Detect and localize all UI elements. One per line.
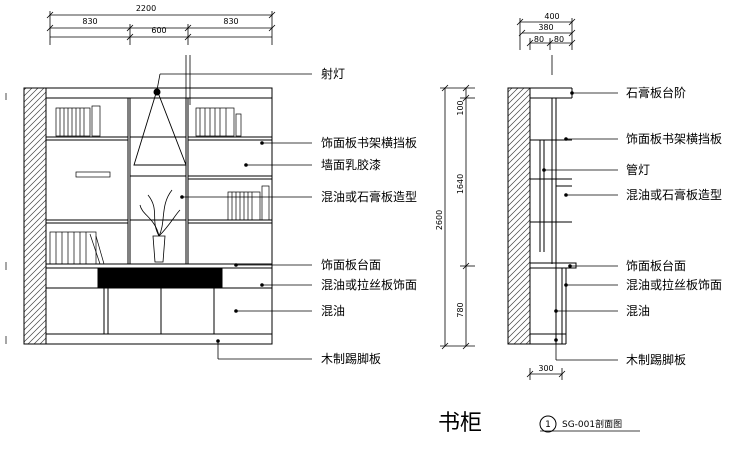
label-spotlight: 射灯 — [321, 66, 345, 81]
label-shelf-panel: 饰面板书架横挡板 — [321, 136, 417, 150]
left-wall-hatch — [23, 87, 47, 345]
section-view: 400 380 80 80 2600 100 1640 780 — [435, 12, 577, 380]
section-bottom-dimension — [526, 368, 566, 380]
books-top-right — [195, 107, 242, 137]
label-baseboard: 木制踢脚板 — [321, 351, 381, 366]
label-tube-light: 管灯 — [626, 162, 650, 177]
label-section-gypsum-shape: 混油或石膏板造型 — [626, 187, 722, 202]
label-section-baseboard: 木制踢脚板 — [626, 352, 686, 367]
cabinet-frame — [45, 87, 273, 345]
label-paint: 混油 — [321, 304, 345, 318]
dim-overall-width: 2200 — [136, 4, 156, 13]
dim-section-middle: 1640 — [456, 174, 465, 194]
dim-section-height: 2600 — [435, 210, 444, 230]
books-lower-left — [49, 231, 105, 265]
dim-right-width: 830 — [223, 17, 238, 26]
label-section-paint: 混油 — [626, 304, 650, 318]
section-reference: SG-001剖面图 — [562, 418, 622, 430]
front-top-dimensions — [46, 11, 276, 45]
section-marker: 1 SG-001剖面图 — [539, 415, 640, 433]
drawing-title: 书柜 — [438, 411, 482, 436]
section-side-dimensions — [440, 84, 475, 350]
spotlight-beam — [133, 89, 187, 166]
dim-section-base: 300 — [538, 364, 553, 373]
dim-middle-width: 600 — [151, 26, 166, 35]
label-section-countertop: 饰面板台面 — [626, 258, 686, 273]
books-middle-right — [227, 185, 270, 221]
section-leaders — [542, 91, 618, 361]
label-section-brushed-finish: 混油或拉丝板饰面 — [626, 277, 722, 292]
label-section-shelf-panel: 饰面板书架横挡板 — [626, 132, 722, 146]
dim-section-c: 80 — [554, 35, 564, 44]
dim-section-bottom: 780 — [456, 302, 465, 317]
dim-section-a: 380 — [538, 23, 553, 32]
section-marker-circle — [539, 415, 557, 433]
section-wall-hatch — [507, 87, 531, 345]
front-elevation: 2200 830 600 830 — [5, 4, 276, 345]
books-top-left — [55, 105, 101, 137]
dim-section-depth: 400 — [544, 12, 559, 21]
dim-section-top: 100 — [456, 100, 465, 115]
label-countertop: 饰面板台面 — [321, 257, 381, 272]
dim-left-width: 830 — [82, 17, 97, 26]
dim-section-b: 80 — [534, 35, 544, 44]
label-gypsum-shape: 混油或石膏板造型 — [321, 189, 417, 204]
front-leaders — [156, 73, 312, 360]
section-marker-number: 1 — [545, 420, 551, 430]
label-wall-paint: 墙面乳胶漆 — [321, 157, 381, 172]
small-box-left — [75, 171, 111, 178]
section-top-dimensions — [516, 18, 576, 50]
vase-decoration — [139, 189, 181, 263]
label-brushed-finish: 混油或拉丝板饰面 — [321, 277, 417, 292]
label-gypsum-step: 石膏板台阶 — [626, 85, 686, 100]
counter-dark-panel — [97, 267, 223, 289]
